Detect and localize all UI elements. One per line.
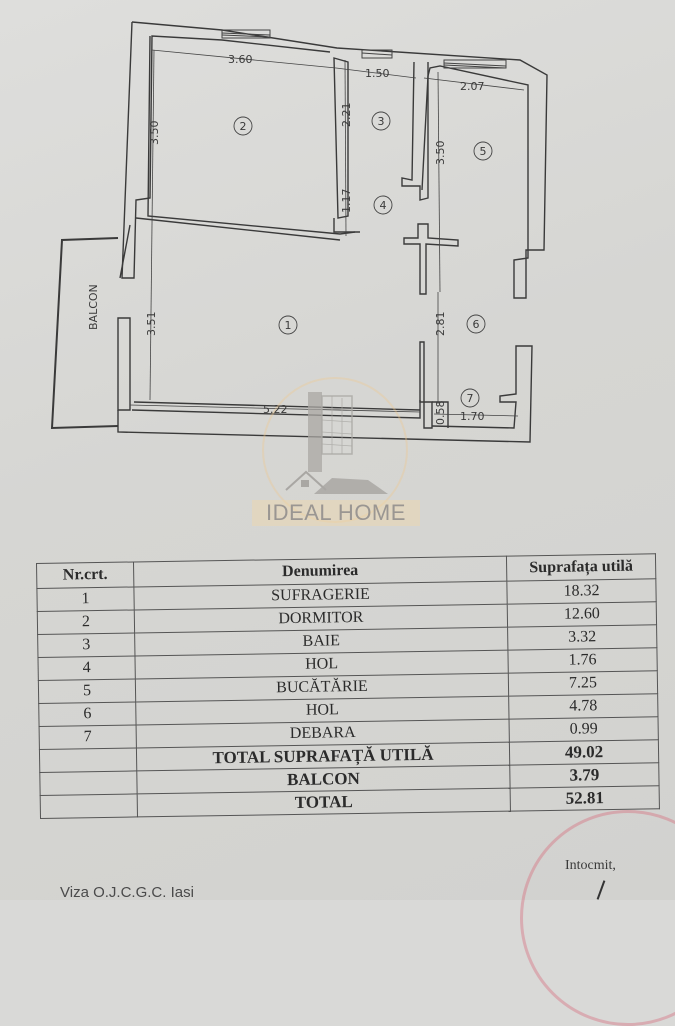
room-marker-2: 2 [240, 120, 247, 133]
dim-room4-height: 1.17 [340, 189, 353, 214]
row-nr: 2 [37, 609, 135, 635]
room-marker-1: 1 [285, 319, 292, 332]
row-area: 4.78 [508, 693, 658, 720]
dim-room3-height: 2.21 [340, 103, 353, 128]
header-suprafata: Suprafața utilă [506, 553, 656, 582]
dim-room1-height: 3.51 [145, 312, 158, 337]
room-marker-6: 6 [473, 318, 480, 331]
dim-room6-height: 2.81 [434, 312, 447, 337]
total-area: 3.79 [509, 762, 660, 789]
floor-plan: 3.60 1.50 2.07 3.50 2.21 1.17 3.50 3.51 … [50, 21, 548, 443]
intocmit-label: Intocmit, [565, 858, 616, 873]
row-nr: 3 [37, 632, 135, 658]
row-nr: 5 [38, 678, 136, 704]
total-area: 52.81 [510, 785, 660, 812]
row-nr: 1 [36, 586, 135, 612]
row-area: 3.32 [507, 624, 657, 651]
row-area: 18.32 [506, 578, 657, 605]
row-area: 7.25 [508, 670, 658, 697]
dim-room1-width: 5.22 [263, 403, 288, 416]
watermark-logo-icon [262, 377, 408, 523]
room-marker-3: 3 [378, 115, 385, 128]
document-paper [0, 0, 675, 900]
area-table: Nr.crt. Denumirea Suprafața utilă 1 SUFR… [36, 553, 660, 819]
row-area: 1.76 [507, 647, 658, 674]
row-nr: 4 [37, 655, 136, 681]
dim-room7-width: 1.70 [460, 410, 485, 423]
row-nr: 6 [38, 701, 137, 727]
row-nr: 7 [39, 724, 137, 750]
total-area: 49.02 [509, 739, 659, 766]
balcony-label: BALCON [87, 284, 100, 330]
viza-label: Viza O.J.C.G.C. Iasi [60, 884, 194, 901]
room-marker-4: 4 [380, 199, 387, 212]
row-area: 0.99 [509, 716, 659, 743]
dim-room2-height: 3.50 [148, 121, 161, 146]
dim-room7-height: 0.58 [434, 401, 447, 426]
dim-room5-width: 2.07 [460, 80, 485, 93]
empty-cell [39, 770, 138, 796]
room-marker-5: 5 [480, 145, 487, 158]
dim-room3-width: 1.50 [365, 67, 390, 80]
row-area: 12.60 [507, 601, 657, 628]
empty-cell [39, 747, 137, 773]
room-marker-7: 7 [467, 392, 474, 405]
dim-room2-width: 3.60 [228, 53, 253, 66]
dim-room5-height: 3.50 [434, 141, 447, 166]
watermark-brand: IDEAL HOME [252, 500, 420, 526]
empty-cell [40, 793, 138, 819]
header-nr: Nr.crt. [36, 561, 134, 589]
